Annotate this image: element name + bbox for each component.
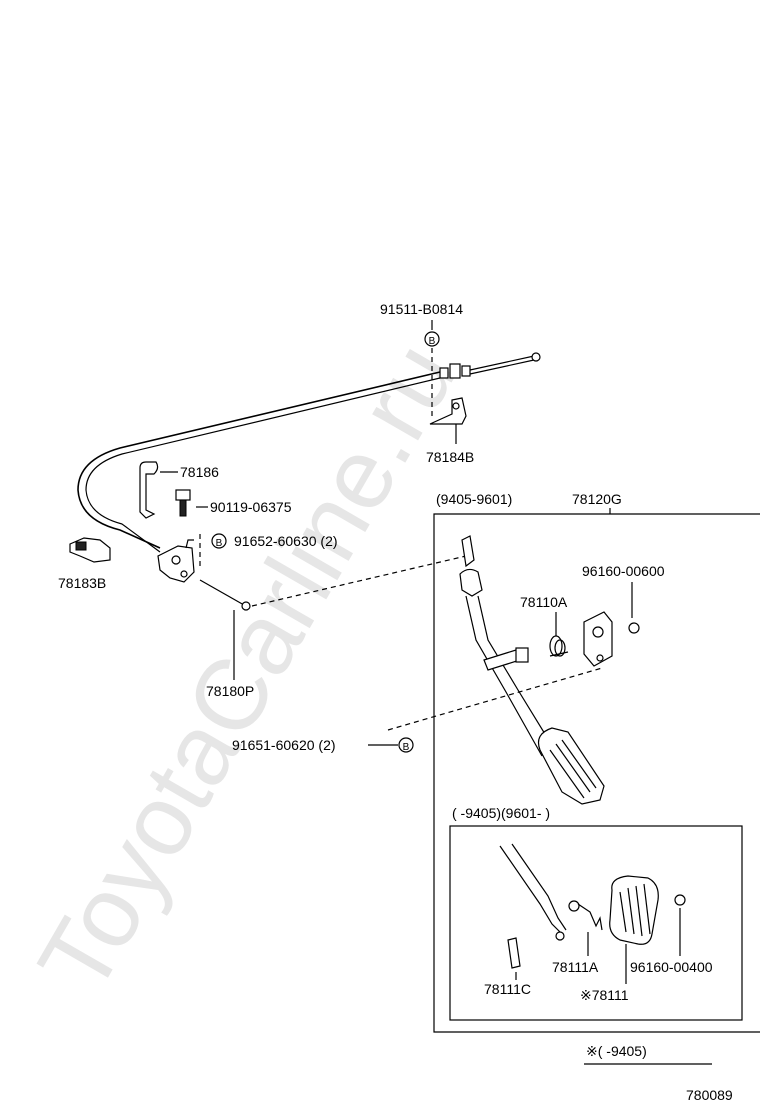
accelerator-cable: [77, 371, 441, 611]
spring-78110a: [549, 635, 569, 657]
label-78180p: 78180P: [206, 683, 254, 699]
label-range-upper: (9405-9601): [436, 491, 512, 507]
footnote: ※( -9405): [586, 1043, 647, 1059]
label-78111c: 78111C: [484, 981, 531, 997]
bracket-78184b: [429, 348, 467, 444]
clamp-78186: [139, 461, 178, 519]
cable-bracket: [157, 539, 195, 583]
label-78184b: 78184B: [426, 449, 474, 465]
label-78111: ※78111: [580, 987, 629, 1003]
cable-end-assembly: [439, 352, 541, 379]
label-96160-00600: 96160-00600: [582, 563, 665, 579]
label-91652-60630: 91652-60630 (2): [234, 533, 338, 549]
clip-90119: [175, 489, 208, 517]
label-90119-06375: 90119-06375: [210, 499, 292, 515]
lower-box-frame: [449, 825, 743, 1021]
clamp-78183b: [69, 537, 111, 563]
ring-96160-00400: [674, 894, 686, 906]
svg-text:B: B: [429, 336, 436, 347]
spring-78111a: [568, 900, 603, 931]
label-78111a: 78111A: [552, 959, 599, 975]
ring-96160-00600: [628, 622, 640, 634]
watermark-text: ToyotaCarline.ru: [17, 324, 478, 1011]
label-78110a: 78110A: [520, 594, 568, 610]
diagram-id: 780089: [686, 1087, 733, 1103]
nut-marker-91652: B: [199, 533, 227, 566]
label-78183b: 78183B: [58, 575, 106, 591]
bolt-marker-91651: B: [398, 737, 414, 753]
pedal-arm-lower: [499, 843, 567, 941]
label-78186: 78186: [180, 464, 219, 480]
label-96160-00400: 96160-00400: [630, 959, 713, 975]
label-range-lower: ( -9405)(9601- ): [452, 805, 550, 821]
pin-78111c: [507, 937, 521, 969]
svg-text:B: B: [216, 538, 223, 549]
label-91651-60620: 91651-60620 (2): [232, 737, 336, 753]
svg-text:B: B: [403, 742, 410, 753]
pedal-support-bracket: [583, 611, 613, 667]
label-78120g: 78120G: [572, 491, 622, 507]
bolt-marker-top: B: [424, 331, 440, 347]
label-91511-b0814: 91511-B0814: [380, 301, 463, 317]
pedal-pad-78111: [609, 875, 659, 945]
accelerator-pedal-78120g: [459, 535, 605, 805]
upper-box-frame: [433, 513, 760, 1033]
